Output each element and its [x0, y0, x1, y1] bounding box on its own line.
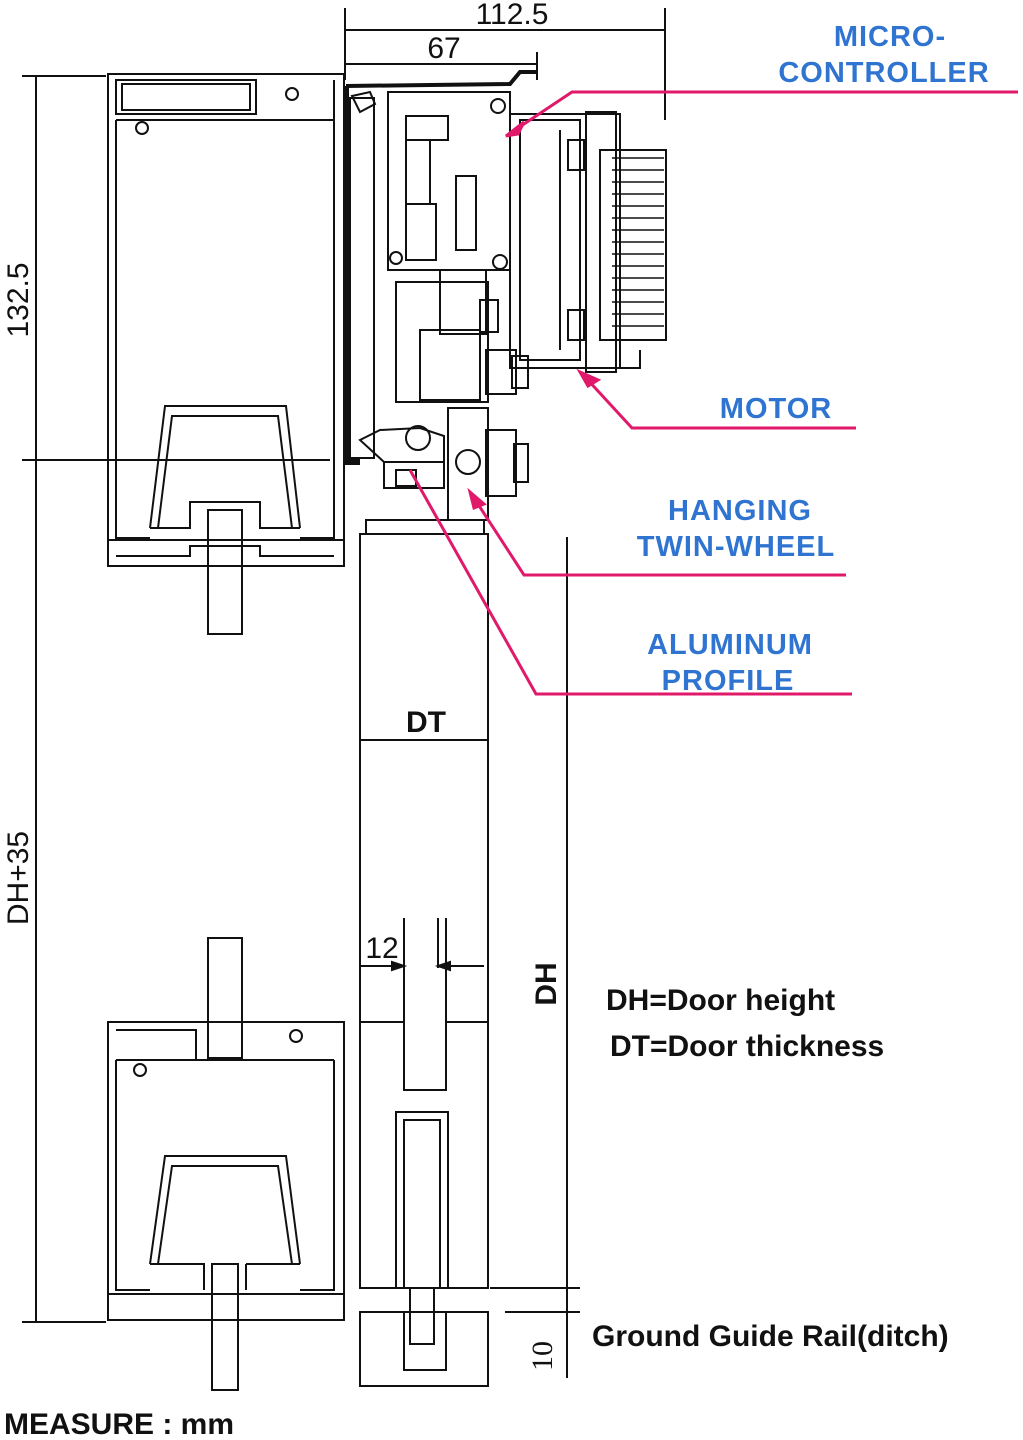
top-header-profile [107, 73, 345, 635]
legend-door-height: DH=Door height [606, 984, 835, 1017]
leader-motor [584, 376, 856, 430]
dim-rail-depth: 10 [526, 1341, 559, 1371]
ground-guide-rail [359, 1287, 489, 1387]
callout-microcontroller-line2: CONTROLLER [778, 57, 989, 89]
callout-aluminum-profile-line2: PROFILE [662, 665, 795, 697]
callout-twin-wheel-line1: HANGING [668, 495, 812, 527]
callout-microcontroller-line1: MICRO- [834, 21, 946, 53]
twin-wheel [383, 407, 529, 521]
leader-lines [408, 90, 1018, 696]
dimension-lines [22, 8, 666, 1378]
dim-gap: 12 [365, 932, 398, 965]
leader-arrow-twin-wheel [467, 487, 487, 511]
legend-door-thickness: DT=Door thickness [610, 1030, 884, 1063]
dim-overall-width: 112.5 [476, 0, 549, 31]
callout-aluminum-profile-line1: ALUMINUM [647, 629, 813, 661]
operator-housing [343, 70, 536, 465]
leader-arrow-microcontroller [505, 120, 526, 138]
callout-twin-wheel-line2: TWIN-WHEEL [637, 531, 835, 563]
bottom-frame-profile [107, 937, 345, 1391]
dim-door-thickness: DT [406, 706, 446, 739]
motor-assembly [509, 111, 667, 373]
leader-arrow-motor [576, 368, 602, 389]
dim-top-height: 132.5 [2, 262, 35, 337]
callout-motor: MOTOR [720, 393, 832, 425]
door-panel [359, 519, 489, 1289]
dim-door-height: DH [530, 962, 563, 1005]
microcontroller-board [387, 91, 511, 271]
legend-measure-unit: MEASURE : mm [4, 1408, 234, 1440]
dim-inner-width: 67 [427, 32, 460, 65]
leader-twin-wheel [472, 497, 846, 577]
leader-aluminum-profile [408, 469, 852, 696]
dim-total-height: DH+35 [2, 831, 35, 925]
legend-ground-guide-rail: Ground Guide Rail(ditch) [592, 1320, 949, 1353]
carriage-bracket [358, 269, 529, 463]
leader-microcontroller [511, 90, 1018, 134]
